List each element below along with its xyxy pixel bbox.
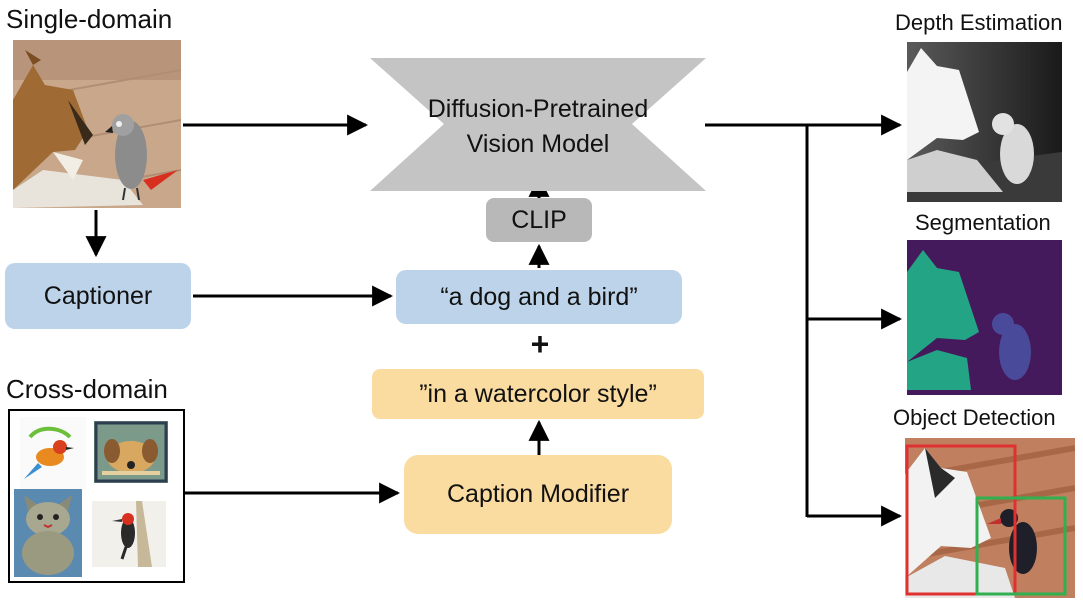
vision-model-title-line2: Vision Model — [466, 130, 610, 158]
depth-map-image — [907, 42, 1062, 202]
vision-model-label: Diffusion-Pretrained Vision Model — [370, 92, 706, 162]
detection-box-dog — [905, 444, 1017, 596]
cross-domain-label: Cross-domain — [6, 374, 168, 404]
object-detection-label: Object Detection — [893, 405, 1056, 430]
depth-estimation-label: Depth Estimation — [895, 10, 1063, 35]
caption-text-box: “a dog and a bird” — [396, 270, 682, 324]
watercolor-woodpecker-image — [92, 501, 166, 567]
captioner-box: Captioner — [5, 263, 191, 329]
watercolor-cat-image — [14, 489, 82, 577]
segmentation-label: Segmentation — [915, 210, 1051, 235]
detection-box-bird — [975, 496, 1067, 596]
cross-domain-image-grid — [8, 409, 185, 583]
dog-and-parrot-photo — [13, 40, 181, 208]
watercolor-dog-image — [94, 421, 168, 483]
clip-box: CLIP — [486, 198, 592, 242]
plus-sign: + — [530, 326, 550, 362]
vision-model-shape — [370, 58, 706, 191]
style-prompt-box: ”in a watercolor style” — [372, 369, 704, 419]
segmentation-map-image — [907, 240, 1062, 395]
vision-model-title-line1: Diffusion-Pretrained — [427, 95, 649, 123]
single-domain-label: Single-domain — [6, 4, 173, 34]
caption-modifier-box: Caption Modifier — [404, 455, 672, 534]
watercolor-bird-image — [20, 417, 86, 489]
object-detection-image — [905, 438, 1075, 598]
